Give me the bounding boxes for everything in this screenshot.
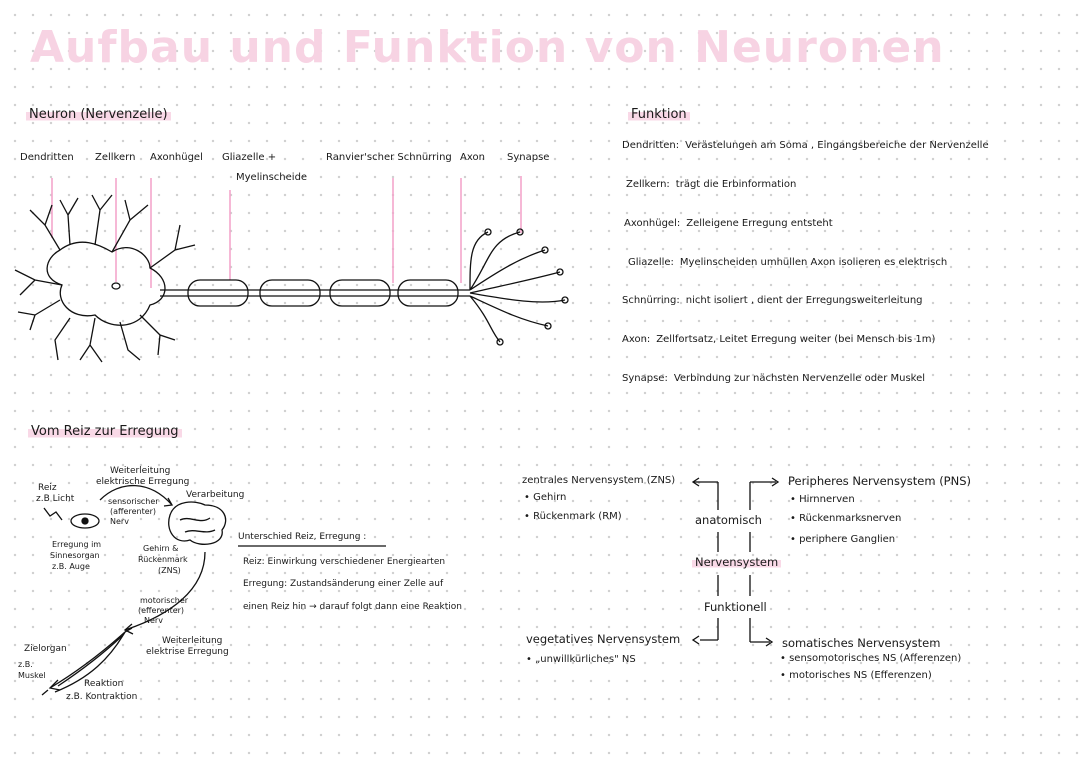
erregung-label: Sinnesorgan (50, 551, 100, 560)
pns-item: • Rückenmarksnerven (790, 513, 902, 524)
zielorgan-label: Zielorgan (24, 644, 67, 654)
motorisch-label: (efferenter) (138, 606, 185, 615)
funktion-row: Dendritten:Verästelungen am Soma , Einga… (622, 140, 989, 151)
funktion-row: Zellkern:trägt die Erbinformation (626, 179, 797, 190)
funktion-row: Schnürring:nicht isoliert , dient der Er… (622, 295, 923, 306)
gehirn-label: (ZNS) (158, 566, 181, 575)
label-ranvier: Ranvier'scher Schnürring (326, 152, 452, 163)
nervensystem-center: Nervensystem (692, 555, 782, 569)
label-myelinscheide: Myelinscheide (236, 172, 308, 183)
label-axonhuegel: Axonhügel (150, 152, 203, 163)
gehirn-label: Rückenmark (138, 555, 188, 564)
weiterleitung-label: elektrische Erregung (96, 477, 190, 487)
sensorisch-label: sensorischer (108, 497, 159, 506)
weiterleitung-label: Weiterleitung (110, 466, 171, 476)
erregung-label: Erregung im (52, 540, 102, 549)
pns-item: • Hirnnerven (790, 494, 855, 505)
funktion-row: Gliazelle:Myelinscheiden umhüllen Axon i… (628, 257, 948, 268)
somatisch-item: • sensomotorisches NS (Afferenzen) (780, 653, 962, 664)
motorisch-label: motorischer (140, 596, 189, 605)
somatisch-item: • motorisches NS (Efferenzen) (780, 670, 932, 681)
reiz-drawing (41, 484, 386, 696)
funktion-heading: Funktion (628, 107, 690, 122)
reaktion-label: z.B. Kontraktion (66, 692, 138, 702)
muskel-label: z.B. (18, 660, 33, 669)
unterschied-line: Reiz: Einwirkung verschiedener Energiear… (243, 557, 446, 567)
neuron-drawing (14, 194, 569, 363)
weiterleitung2-label: elektrise Erregung (146, 647, 229, 657)
reaktion-label: Reaktion (84, 679, 124, 689)
label-axon: Axon (460, 152, 485, 163)
vegetativ-label: vegetatives Nervensystem (526, 632, 681, 646)
somatisch-label: somatisches Nervensystem (782, 636, 941, 650)
pns-label: Peripheres Nervensystem (PNS) (788, 474, 972, 488)
unterschied-line: Erregung: Zustandsänderung einer Zelle a… (243, 579, 444, 589)
label-synapse: Synapse (507, 152, 550, 163)
unterschied-heading: Unterschied Reiz, Erregung : (238, 532, 367, 542)
funktion-row: Synapse:Verbindung zur nächsten Nervenze… (622, 373, 926, 384)
verarbeitung-label: Verarbeitung (186, 490, 245, 500)
funktion-row: Axonhügel:Zelleigene Erregung entsteht (624, 218, 833, 229)
gehirn-label: Gehirn & (143, 544, 179, 553)
zns-item: • Rückenmark (RM) (524, 511, 622, 522)
label-zellkern: Zellkern (95, 152, 136, 163)
sensorisch-label: (afferenter) (110, 507, 157, 516)
reiz-label: Reiz (38, 483, 57, 493)
label-gliazelle: Gliazelle + (222, 152, 277, 163)
funktion-row: Axon:Zellfortsatz, Leitet Erregung weite… (622, 334, 936, 345)
reiz-heading: Vom Reiz zur Erregung (28, 424, 182, 439)
funktionell-label: Funktionell (704, 600, 767, 614)
weiterleitung2-label: Weiterleitung (162, 636, 223, 646)
sensorisch-label: Nerv (110, 517, 129, 526)
zns-label: zentrales Nervensystem (ZNS) (522, 475, 676, 486)
motorisch-label: Nerv (144, 616, 163, 625)
zns-item: • Gehirn (524, 492, 567, 503)
anatomisch-label: anatomisch (695, 513, 762, 527)
muskel-label: Muskel (18, 671, 46, 680)
reiz-label: z.B Licht (36, 494, 75, 504)
pns-item: • periphere Ganglien (790, 534, 896, 545)
ns-tree (691, 477, 780, 647)
neuron-heading: Neuron (Nervenzelle) (26, 107, 171, 122)
erregung-label: z.B. Auge (52, 562, 90, 571)
vegetativ-item: • „unwillkürliches" NS (526, 654, 636, 665)
unterschied-line: einen Reiz hin → darauf folgt dann eine … (243, 602, 462, 612)
page-title: Aufbau und Funktion von Neuronen (30, 22, 945, 73)
label-dendriten: Dendritten (20, 152, 74, 163)
label-pointers (51, 176, 522, 288)
